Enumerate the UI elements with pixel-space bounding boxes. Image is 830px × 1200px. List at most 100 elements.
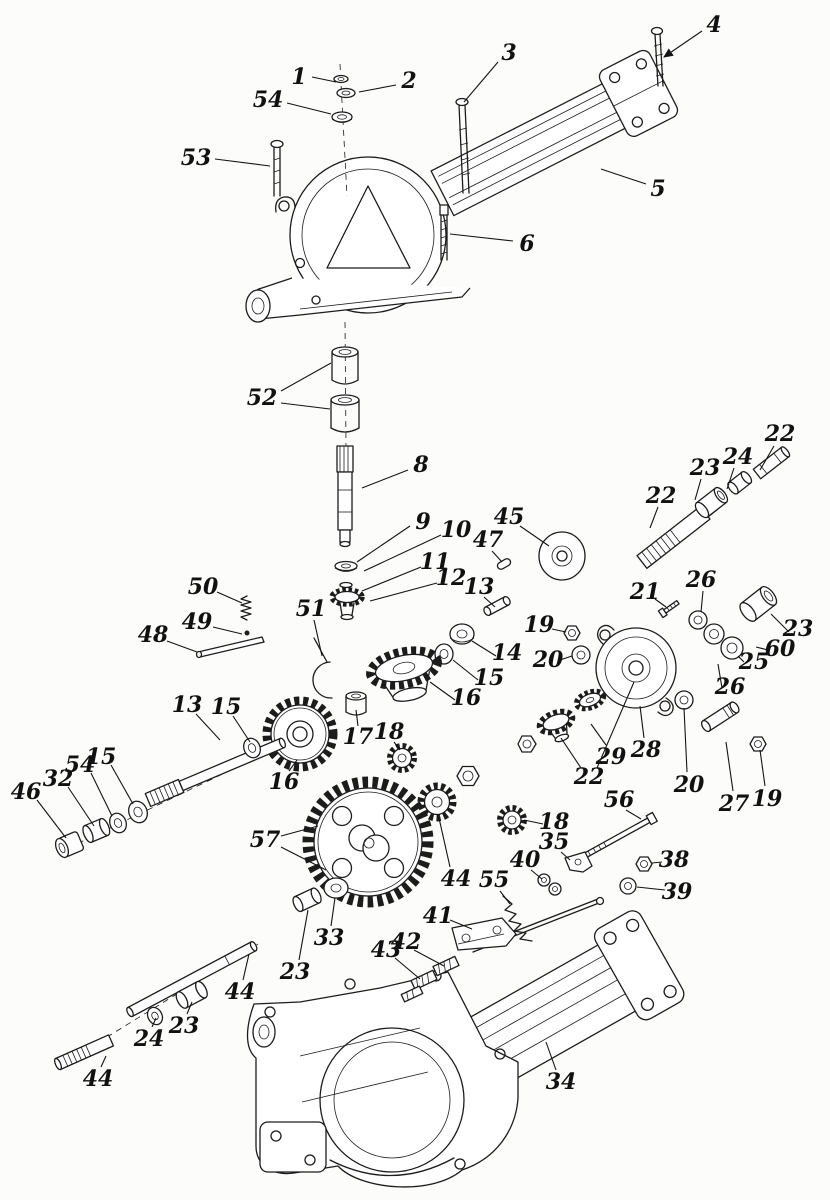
lower-housing-34 (246, 910, 685, 1188)
bevel-gear-29 (573, 688, 607, 712)
part-label-1: 1 (291, 64, 306, 90)
bolt-53 (270, 139, 284, 197)
leader-line-20 (683, 707, 688, 773)
leader-line-47 (491, 550, 503, 563)
axle-shaft-44 (126, 941, 258, 1018)
bushing-23-right (694, 486, 729, 519)
leader-line-44 (242, 953, 250, 981)
leader-line-28 (639, 705, 645, 739)
key-43b (400, 985, 424, 1003)
leader-line-45 (519, 525, 550, 547)
leader-line-41 (449, 919, 473, 930)
part-label-39: 39 (662, 879, 693, 905)
part-label-26: 26 (685, 567, 717, 593)
part-label-29: 29 (595, 744, 627, 770)
part-label-42: 42 (391, 929, 422, 955)
washers-40 (537, 873, 562, 896)
part-label-9: 9 (415, 509, 430, 535)
part-label-41: 41 (423, 903, 454, 929)
pin-27 (700, 701, 740, 733)
leader-line-57 (280, 846, 327, 871)
bushing-23-center (292, 887, 322, 913)
part-label-23: 23 (689, 455, 721, 481)
key-43 (410, 969, 438, 991)
part-label-21: 21 (629, 579, 661, 605)
leader-line-53 (214, 158, 271, 167)
leader-line-23 (186, 1001, 193, 1015)
lower-dome (319, 1027, 465, 1173)
leader-line-16 (429, 681, 456, 701)
washer-26-b (703, 623, 725, 645)
part-label-20: 20 (532, 647, 564, 673)
leader-line-35 (560, 851, 571, 861)
part-label-56: 56 (604, 787, 635, 813)
part-label-11: 11 (420, 549, 451, 575)
washer-26-a (688, 610, 708, 630)
part-label-16: 16 (269, 769, 300, 795)
part-label-44: 44 (83, 1066, 114, 1092)
leader-line-13 (483, 596, 496, 608)
pulley-disc-45 (538, 531, 586, 581)
leader-line-44 (100, 1055, 107, 1068)
part-label-23: 23 (782, 616, 814, 642)
hex-nut-center (456, 765, 480, 787)
part-label-10: 10 (441, 517, 472, 543)
part-label-47: 47 (473, 527, 504, 553)
ring-24-axle (146, 1006, 164, 1026)
part-label-14: 14 (492, 640, 523, 666)
leader-line-49 (212, 626, 243, 635)
part-label-33: 33 (314, 925, 345, 951)
part-label-49: 49 (182, 609, 213, 635)
part-label-32: 32 (43, 766, 74, 792)
leader-line-22 (759, 445, 775, 471)
part-label-6: 6 (519, 231, 534, 257)
part-label-44: 44 (225, 979, 256, 1005)
leader-line-11 (361, 566, 422, 592)
bevel-pinion-11-12 (329, 581, 365, 621)
part-label-22: 22 (573, 764, 605, 790)
leader-line-29 (590, 723, 607, 746)
bolt-3 (455, 97, 471, 194)
leader-line-42 (413, 949, 445, 967)
washer-33 (323, 877, 349, 899)
leader-line-1 (311, 76, 337, 83)
part-label-2: 2 (400, 68, 416, 94)
leader-line-25 (737, 655, 745, 663)
bolt-4 (650, 26, 665, 87)
bushing-23-axle (175, 980, 208, 1009)
part-label-5: 5 (650, 176, 665, 202)
spring-55 (502, 895, 533, 942)
part-label-22: 22 (645, 483, 677, 509)
leader-line-54 (286, 102, 332, 115)
spring-50 (240, 595, 252, 621)
spur-gear-16-left (262, 696, 338, 772)
part-label-54: 54 (65, 752, 96, 778)
leader-line-18 (393, 741, 401, 751)
part-label-23: 23 (279, 959, 311, 985)
part-label-55: 55 (479, 867, 510, 893)
part-label-48: 48 (138, 622, 169, 648)
key-47 (496, 558, 512, 570)
washer-1 (333, 74, 349, 84)
bushing-32 (82, 817, 111, 844)
part-label-44: 44 (441, 866, 472, 892)
leader-line-21 (654, 598, 667, 608)
pin-13-right (483, 595, 511, 617)
part-label-60: 60 (765, 636, 796, 662)
leader-line-40 (530, 869, 543, 880)
leader-line-12 (369, 582, 438, 602)
part-label-25: 25 (738, 649, 770, 675)
leader-line-4 (663, 30, 703, 58)
leader-line-44 (438, 817, 451, 868)
axle-housing-28 (595, 624, 677, 717)
lower-foot (259, 1121, 327, 1173)
nut-38 (635, 856, 653, 872)
washer-25 (720, 636, 744, 660)
part-label-35: 35 (539, 829, 570, 855)
leader-line-60 (755, 646, 769, 651)
part-label-18: 18 (539, 809, 570, 835)
leader-line-26 (717, 663, 723, 689)
part-label-19: 19 (752, 786, 783, 812)
